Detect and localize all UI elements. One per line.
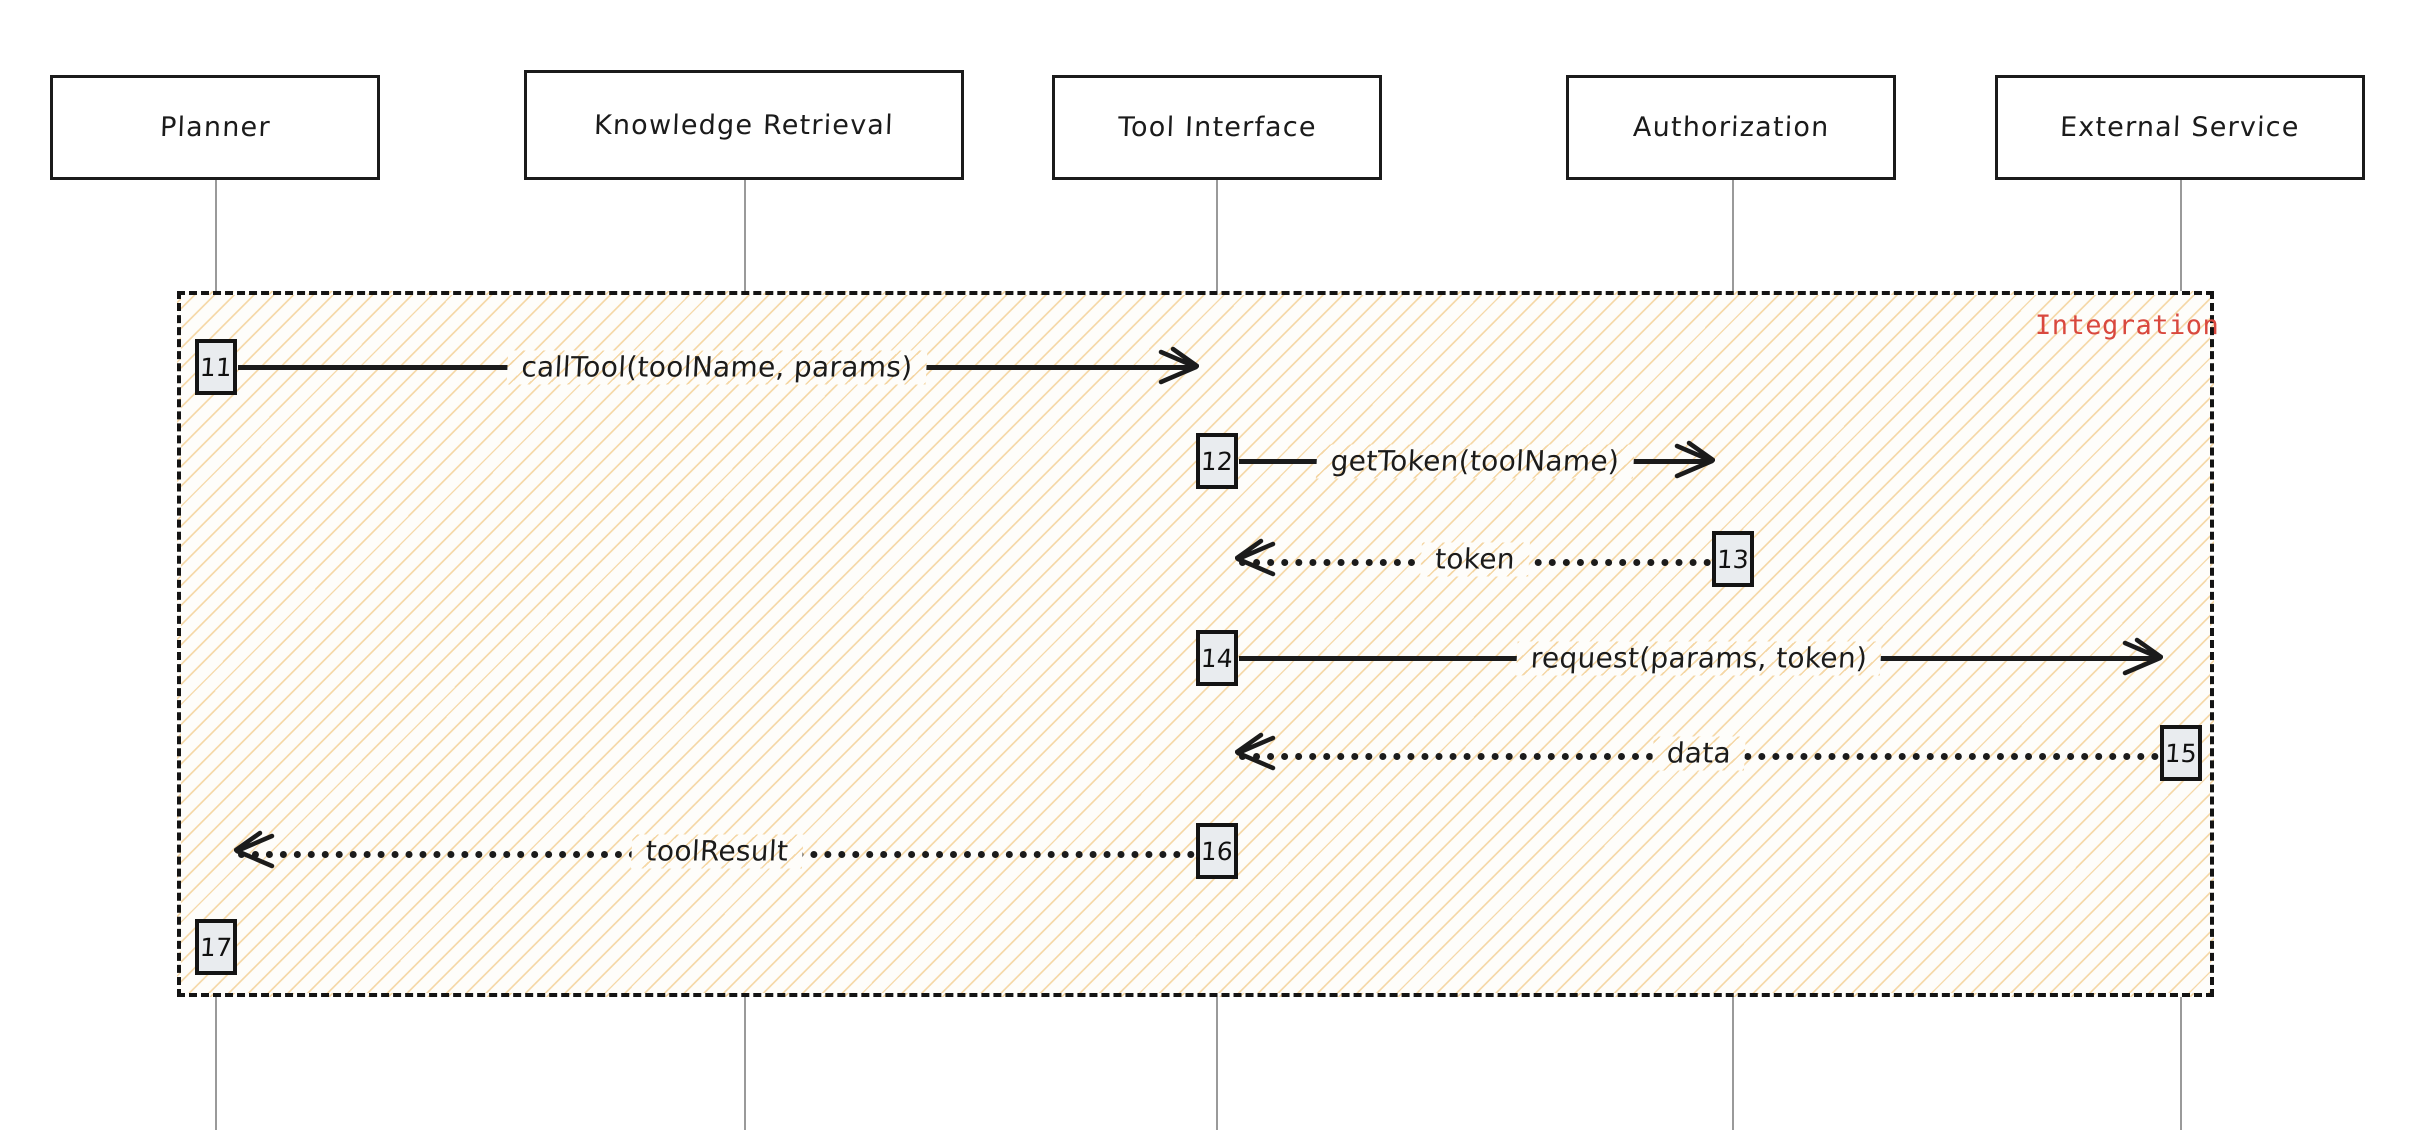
message-label: toolResult bbox=[630, 835, 802, 868]
step-marker-16[interactable]: 16 bbox=[1196, 823, 1238, 879]
participant-label: Authorization bbox=[1632, 112, 1830, 143]
participant-tool[interactable]: Tool Interface bbox=[1052, 75, 1382, 180]
message-label: callTool(toolName, params) bbox=[506, 351, 927, 384]
participant-label: Planner bbox=[159, 112, 271, 143]
message-label: data bbox=[1652, 737, 1746, 770]
participant-label: Knowledge Retrieval bbox=[593, 109, 895, 141]
message-label: request(params, token) bbox=[1516, 642, 1882, 675]
step-number: 16 bbox=[1200, 836, 1234, 866]
participant-planner[interactable]: Planner bbox=[50, 75, 380, 180]
step-number: 12 bbox=[1200, 446, 1234, 476]
participant-auth[interactable]: Authorization bbox=[1566, 75, 1896, 180]
message-label: getToken(toolName) bbox=[1316, 445, 1634, 478]
step-marker-12[interactable]: 12 bbox=[1196, 433, 1238, 489]
step-marker-13[interactable]: 13 bbox=[1712, 531, 1754, 587]
fragment-label: Integration bbox=[2035, 310, 2220, 341]
step-number: 14 bbox=[1200, 643, 1234, 673]
step-marker-17[interactable]: 17 bbox=[195, 919, 237, 975]
step-number: 13 bbox=[1716, 544, 1750, 574]
message-label: token bbox=[1420, 543, 1530, 576]
participant-label: External Service bbox=[2059, 112, 2301, 143]
participant-knowledge[interactable]: Knowledge Retrieval bbox=[524, 70, 964, 180]
participant-external[interactable]: External Service bbox=[1995, 75, 2365, 180]
step-number: 11 bbox=[199, 352, 233, 382]
participant-label: Tool Interface bbox=[1117, 112, 1317, 143]
step-marker-11[interactable]: 11 bbox=[195, 339, 237, 395]
step-marker-15[interactable]: 15 bbox=[2160, 725, 2202, 781]
step-number: 17 bbox=[199, 932, 233, 962]
step-number: 15 bbox=[2164, 738, 2198, 768]
step-marker-14[interactable]: 14 bbox=[1196, 630, 1238, 686]
